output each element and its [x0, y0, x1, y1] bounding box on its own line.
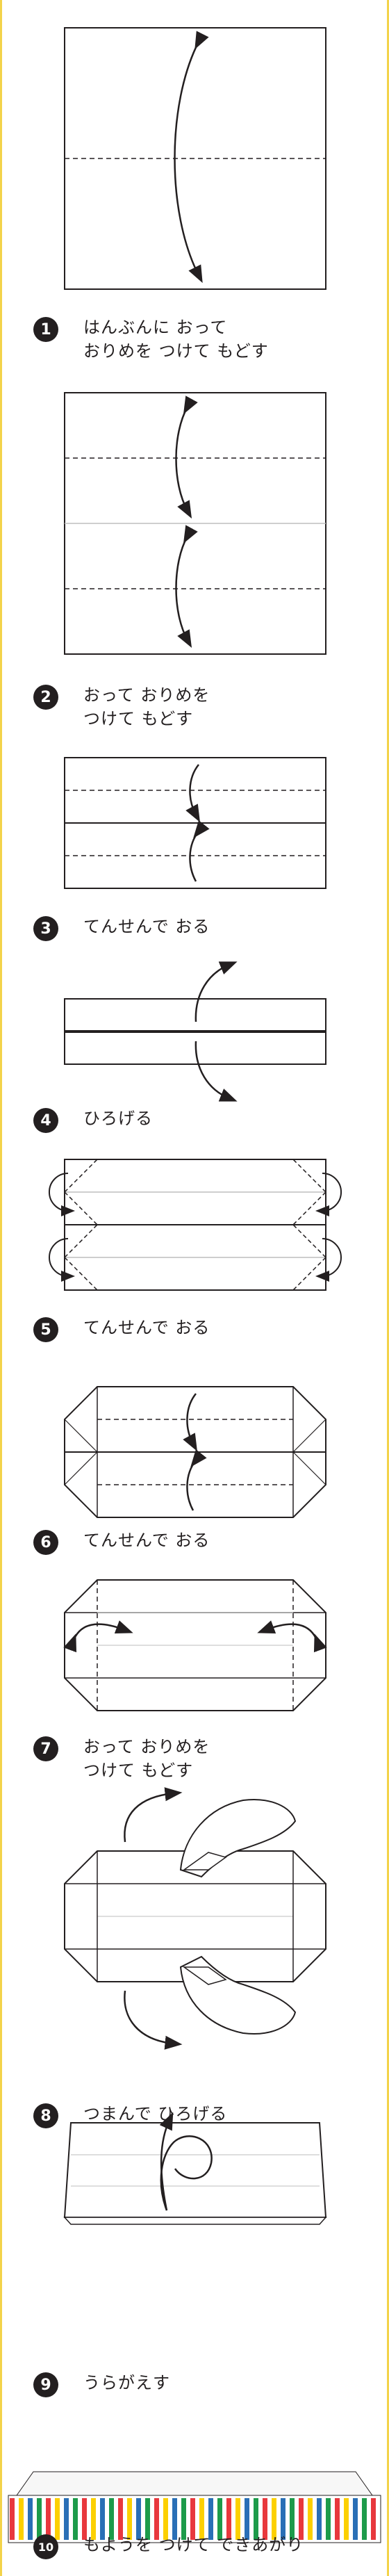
stripe	[127, 2498, 132, 2540]
diagram-step-4	[64, 961, 326, 1102]
step-number: 5	[33, 1317, 58, 1342]
step-text: もようを つけて できあがり	[83, 2533, 304, 2557]
step-text: はんぶんに おって おりめを つけて もどす	[83, 316, 269, 363]
stripe	[91, 2498, 96, 2540]
step-text: うらがえす	[83, 2371, 170, 2395]
step-text-line-1: おって おりめを	[83, 1737, 210, 1756]
stripe	[136, 2498, 141, 2540]
step-text-line-1: てんせんで おる	[83, 1318, 210, 1337]
step-text: てんせんで おる	[83, 1529, 210, 1552]
step-number: 1	[33, 317, 58, 342]
stripe	[290, 2498, 295, 2540]
step-text-line-2: つけて もどす	[83, 709, 194, 728]
stripe	[82, 2498, 87, 2540]
step-text: てんせんで おる	[83, 915, 210, 938]
step-number: 3	[33, 916, 58, 941]
step-text: おって おりめを つけて もどす	[83, 1735, 210, 1782]
step-text-line-1: おって おりめを	[83, 685, 210, 705]
step-text-line-1: つまんで ひろげる	[83, 2104, 228, 2123]
step-text-line-1: てんせんで おる	[83, 917, 210, 936]
stripe	[299, 2498, 304, 2540]
stripe	[10, 2498, 15, 2540]
step-number: 6	[33, 1530, 58, 1555]
step-number: 10	[33, 2534, 58, 2559]
stripe	[235, 2498, 240, 2540]
stripe	[362, 2498, 367, 2540]
stripe	[326, 2498, 331, 2540]
stripe	[308, 2498, 313, 2540]
step-number: 7	[33, 1736, 58, 1761]
step-text-line-2: つけて もどす	[83, 1761, 194, 1780]
step-text-line-1: ひろげる	[83, 1109, 153, 1128]
stripe	[263, 2498, 267, 2540]
step-number: 4	[33, 1108, 58, 1133]
step-number: 9	[33, 2372, 58, 2397]
step-text: ひろげる	[83, 1107, 153, 1130]
diagram-step-10-finished	[8, 2471, 381, 2543]
stripe	[46, 2498, 51, 2540]
stripe	[245, 2498, 249, 2540]
stripe	[190, 2498, 195, 2540]
stripe	[163, 2498, 168, 2540]
hand-top-icon	[179, 1799, 297, 1878]
stripe	[37, 2498, 42, 2540]
diagram-step-9	[63, 2112, 327, 2225]
step-text-line-1: もようを つけて できあがり	[83, 2535, 304, 2554]
stripe	[172, 2498, 177, 2540]
stripe	[335, 2498, 340, 2540]
diagram-step-2	[64, 392, 326, 655]
stripe	[181, 2498, 186, 2540]
stripe	[317, 2498, 322, 2540]
stripe	[64, 2498, 69, 2540]
step-number: 8	[33, 2103, 58, 2128]
right-border-strip	[387, 0, 389, 2576]
diagram-step-7	[63, 1579, 327, 1711]
stripe	[208, 2498, 213, 2540]
stripe	[254, 2498, 258, 2540]
diagram-step-5	[49, 1159, 342, 1291]
step-text-line-1: うらがえす	[83, 2373, 170, 2392]
stripe	[73, 2498, 78, 2540]
diagram-step-1	[64, 27, 326, 290]
diagram-step-8	[64, 1787, 326, 2050]
stripe	[344, 2498, 349, 2540]
stripe	[154, 2498, 159, 2540]
stripe	[28, 2498, 33, 2540]
step-text-line-2: おりめを つけて もどす	[83, 341, 269, 361]
stripe	[226, 2498, 231, 2540]
stripe-pattern	[10, 2498, 376, 2540]
step-text: つまんで ひろげる	[83, 2102, 227, 2126]
stripe	[145, 2498, 150, 2540]
step-text: おって おりめを つけて もどす	[83, 683, 210, 731]
step-text-line-1: はんぶんに おって	[83, 318, 228, 337]
left-border-strip	[0, 0, 2, 2576]
stripe	[100, 2498, 105, 2540]
stripe	[353, 2498, 358, 2540]
step-text-line-1: てんせんで おる	[83, 1531, 210, 1550]
stripe	[109, 2498, 114, 2540]
step-number: 2	[33, 685, 58, 710]
diagram-step-3	[64, 757, 326, 889]
stripe	[281, 2498, 285, 2540]
stripe	[272, 2498, 276, 2540]
stripe	[118, 2498, 123, 2540]
hand-bottom-icon	[179, 1955, 297, 2035]
diagram-step-6	[64, 1386, 326, 1518]
stripe	[55, 2498, 60, 2540]
stripe	[19, 2498, 24, 2540]
stripe	[199, 2498, 204, 2540]
stripe	[371, 2498, 376, 2540]
step-text: てんせんで おる	[83, 1316, 210, 1339]
stripe	[217, 2498, 222, 2540]
